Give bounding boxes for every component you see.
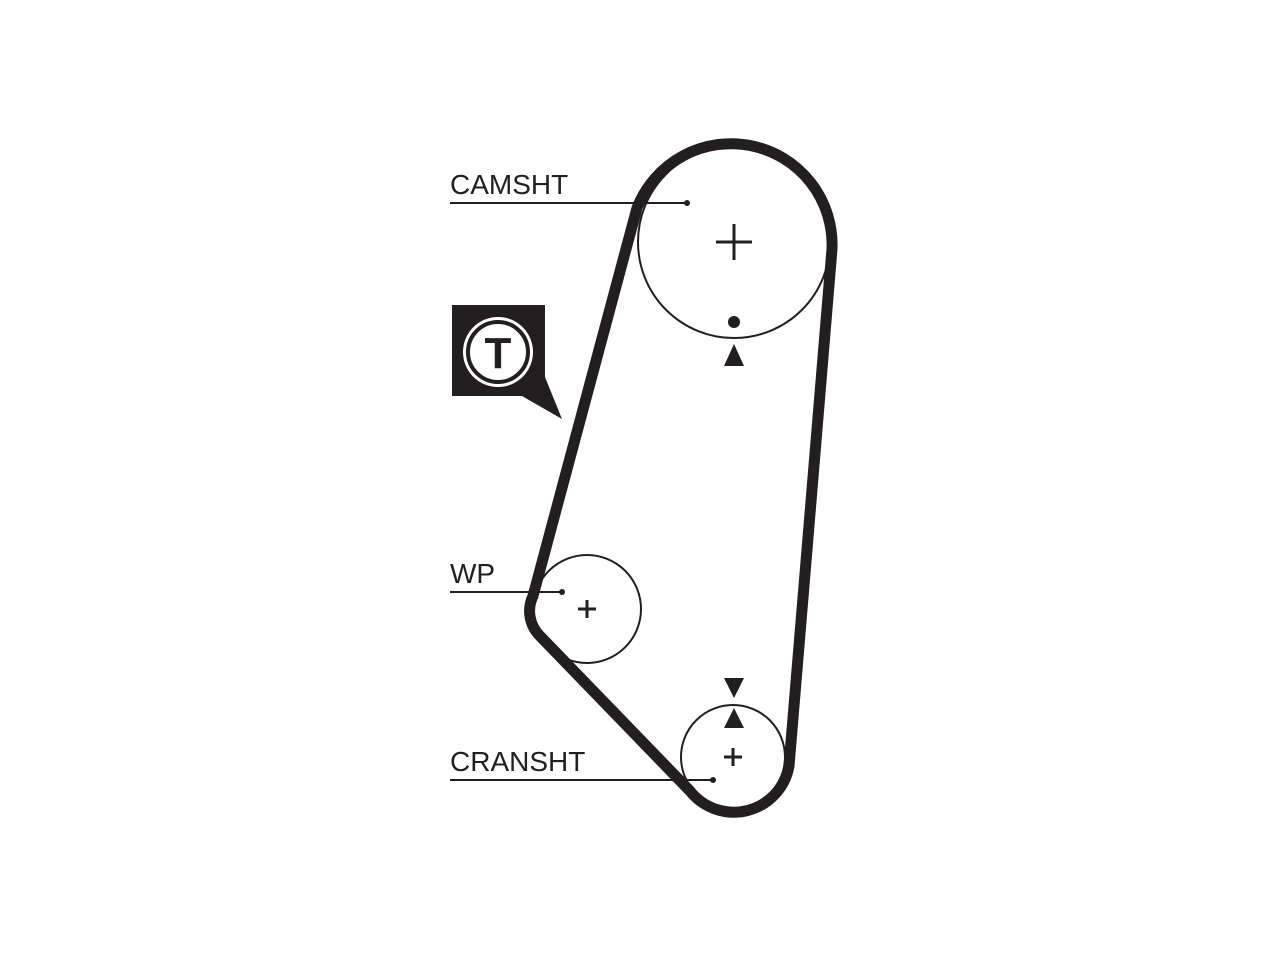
tensioner-letter: T (485, 329, 512, 378)
camshaft-timing-arrow-icon (724, 344, 744, 366)
timing-belt (524, 138, 838, 818)
camshaft-callout: CAMSHT (450, 169, 690, 206)
camshaft-timing-dot-icon (728, 316, 740, 328)
camshaft-label: CAMSHT (450, 169, 568, 200)
crankshaft-callout: CRANSHT (450, 746, 716, 783)
camshaft-center-cross-icon (716, 224, 752, 260)
water-pump-label: WP (450, 558, 495, 589)
crankshaft-pulley (680, 678, 786, 810)
water-pump-center-cross-icon (578, 600, 596, 618)
tensioner-icon: T (452, 305, 562, 419)
crankshaft-timing-arrow-up-icon (724, 708, 744, 728)
crankshaft-center-cross-icon (724, 748, 742, 766)
water-pump-callout: WP (450, 558, 565, 595)
crankshaft-label: CRANSHT (450, 746, 585, 777)
crankshaft-timing-arrow-down-icon (724, 678, 744, 698)
